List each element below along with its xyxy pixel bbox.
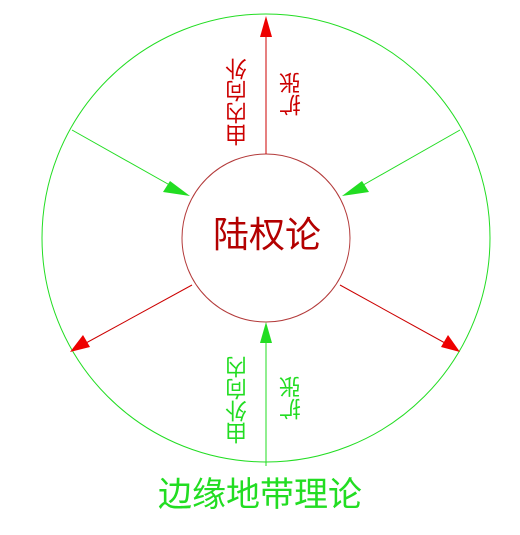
- lower-left-arrow-shaft: [85, 284, 193, 344]
- outer-label: 边缘地带理论: [158, 475, 362, 515]
- top-label-main: 由内向外: [226, 58, 251, 146]
- lower-right-arrow-head: [441, 335, 460, 352]
- bottom-label-sub: 扩张: [280, 376, 305, 420]
- upper-right-arrow-head: [342, 181, 369, 196]
- lower-right-arrow-shaft: [339, 284, 446, 344]
- top-label-sub: 扩张: [280, 72, 305, 116]
- top-arrow-head: [260, 16, 272, 37]
- bottom-arrow-head: [260, 322, 272, 343]
- upper-left-arrow-head: [163, 181, 190, 196]
- lower-left-arrow-head: [70, 335, 90, 352]
- center-label: 陆权论: [212, 215, 321, 256]
- upper-right-arrow-shaft: [357, 129, 461, 189]
- bottom-label-main: 由外向内: [226, 356, 251, 444]
- upper-left-arrow-shaft: [71, 129, 176, 189]
